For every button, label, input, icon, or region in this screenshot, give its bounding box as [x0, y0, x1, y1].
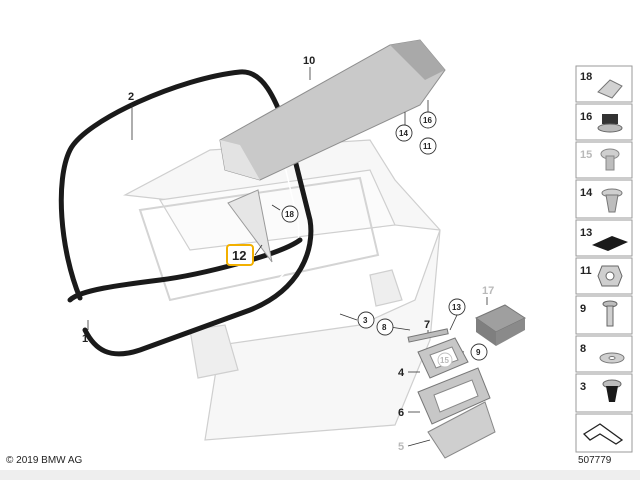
- foam-pad-icon: [592, 236, 628, 251]
- callout-7[interactable]: 7: [424, 319, 430, 331]
- image-id: 507779: [578, 455, 612, 466]
- foam-block-17: [474, 304, 527, 346]
- screw-icon: [602, 300, 618, 327]
- trim-12: [227, 189, 273, 263]
- legend-label-11: 11: [580, 265, 592, 277]
- bracket-6: [417, 367, 491, 425]
- legend-label-18: 18: [580, 71, 592, 83]
- callout-18[interactable]: 18: [285, 210, 294, 219]
- callout-4[interactable]: 4: [398, 367, 405, 379]
- callout-10[interactable]: 10: [303, 55, 315, 67]
- legend-item-3[interactable]: 3: [575, 373, 633, 413]
- bracket-5: [427, 401, 496, 459]
- legend-item-16[interactable]: 16: [575, 103, 633, 141]
- push-clip-icon: [601, 188, 623, 213]
- legend-label-13: 13: [580, 227, 592, 239]
- circled-callouts: [281, 111, 488, 368]
- bottom-rule: [0, 470, 640, 480]
- legend-item-18[interactable]: 18: [575, 65, 633, 103]
- callout-2[interactable]: 2: [128, 91, 134, 103]
- callout-12[interactable]: 12: [232, 248, 246, 263]
- legend-label-15: 15: [580, 149, 592, 161]
- callout-5[interactable]: 5: [398, 441, 404, 453]
- legend-item-14[interactable]: 14: [575, 179, 633, 219]
- legend-item-arrow[interactable]: [575, 413, 633, 453]
- callout-11[interactable]: 11: [423, 142, 432, 151]
- legend-item-11[interactable]: 11: [575, 257, 633, 295]
- plug-clip-icon: [602, 379, 622, 402]
- door-seal-2: [58, 69, 314, 357]
- callout-14[interactable]: 14: [399, 129, 408, 138]
- washer-icon: [599, 352, 625, 364]
- legend-item-8[interactable]: 8: [575, 335, 633, 373]
- legend-label-9: 9: [580, 303, 586, 315]
- callout-8[interactable]: 8: [382, 323, 387, 332]
- callout-9[interactable]: 9: [476, 348, 481, 357]
- screw-grommet-icon: [600, 148, 620, 171]
- callout-1[interactable]: 1: [82, 333, 88, 345]
- legend-item-15[interactable]: 15: [575, 141, 633, 179]
- legend-label-8: 8: [580, 343, 586, 355]
- hex-nut-icon: [597, 265, 623, 287]
- assembly-arrow-icon: [582, 423, 624, 445]
- legend-item-13[interactable]: 13: [575, 219, 633, 257]
- spoiler-10: [219, 39, 446, 181]
- edge-clip-icon: [597, 79, 623, 99]
- legend-item-9[interactable]: 9: [575, 295, 633, 335]
- bracket-7: [407, 328, 449, 343]
- window-frame: [138, 176, 380, 302]
- seal-1: [67, 237, 303, 303]
- expanding-nut-icon: [597, 114, 623, 133]
- callout-13[interactable]: 13: [452, 303, 461, 312]
- legend-panel: 18 16 15 14: [575, 65, 633, 453]
- callout-15[interactable]: 15: [440, 356, 449, 365]
- tailgate-body: [122, 139, 441, 441]
- highlight-box-12: [226, 244, 254, 266]
- callout-3[interactable]: 3: [363, 316, 368, 325]
- callout-17[interactable]: 17: [482, 285, 494, 297]
- copyright-notice: © 2019 BMW AG: [6, 455, 83, 466]
- legend-label-3: 3: [580, 381, 586, 393]
- callout-16[interactable]: 16: [423, 116, 432, 125]
- legend-label-16: 16: [580, 111, 592, 123]
- door-seal-2-inner: [70, 81, 300, 343]
- legend-label-14: 14: [580, 187, 593, 199]
- callout-6[interactable]: 6: [398, 407, 404, 419]
